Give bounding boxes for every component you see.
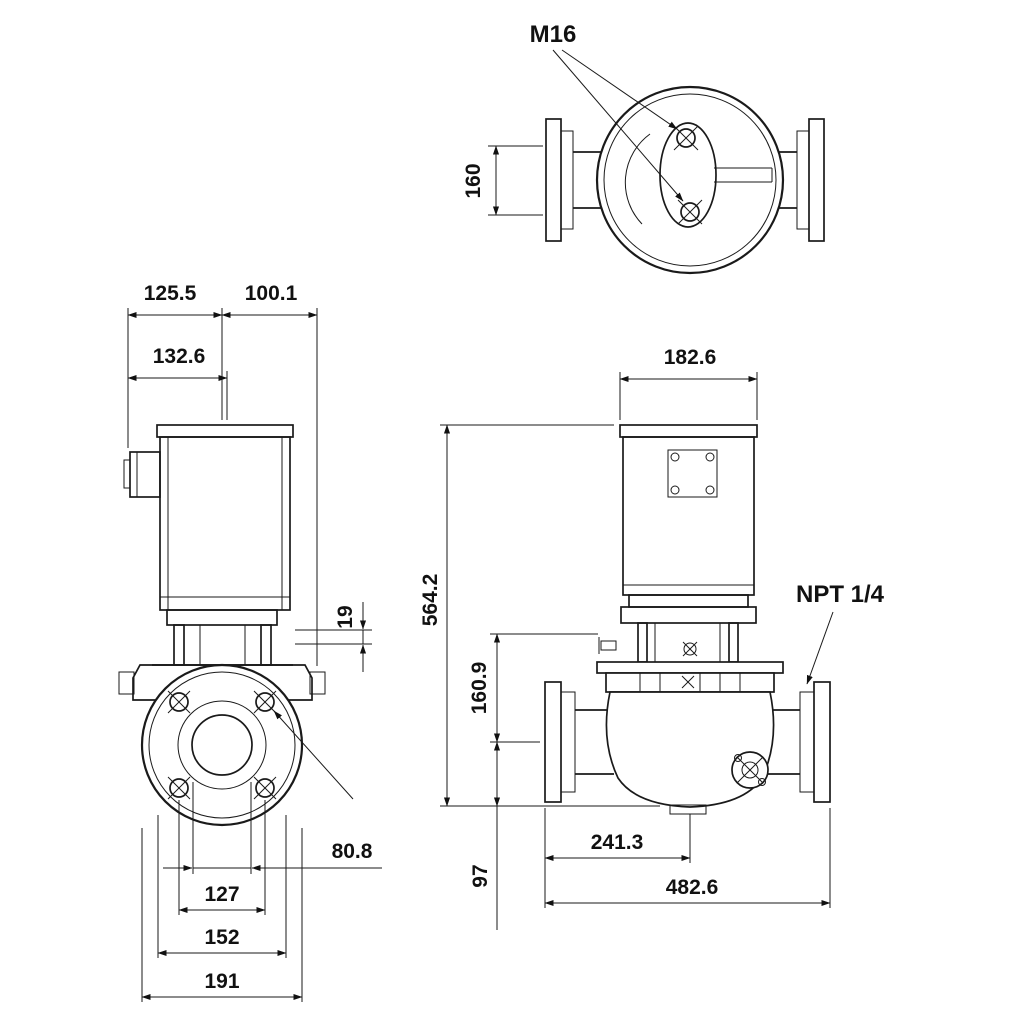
front-view: NPT 1/4 182.6 564.2 160.9 97: [419, 346, 885, 930]
gauge-boss: [731, 751, 769, 789]
coupling-stud: [260, 624, 272, 666]
clamp-ring: [596, 661, 784, 674]
coupling-stud: [173, 624, 185, 666]
dimension-label-160: 160: [462, 163, 485, 198]
dim-80-8: 80.8: [163, 782, 382, 874]
suction-flange: [545, 118, 562, 242]
bolt-hole-leader-arrow: [273, 710, 354, 800]
vent-screw: [600, 640, 617, 651]
dim-132-6: 132.6: [127, 345, 228, 420]
bolt-hole: [673, 125, 699, 151]
terminal-cover: [667, 449, 718, 498]
dim-19: 19: [295, 602, 372, 672]
dim-160-9: 160.9: [468, 633, 598, 743]
bolt-hole: [253, 690, 277, 714]
thread-size-label: M16: [530, 21, 577, 48]
top-view-geometry: [545, 85, 825, 275]
dimension-label-97: 97: [469, 864, 492, 887]
dimension-label-182-6: 182.6: [664, 346, 717, 369]
npt-leader-arrow: [806, 611, 834, 685]
motor-body: [159, 436, 291, 611]
side-view-geometry: [118, 424, 354, 827]
bolt-hole: [677, 199, 703, 225]
dimension-label-132-6: 132.6: [153, 345, 206, 368]
drain-boss: [669, 804, 707, 815]
dim-241-3: 241.3: [544, 808, 691, 908]
m16-leader-arrow: [561, 49, 678, 130]
dim-127: 127: [178, 800, 266, 915]
dimension-label-19: 19: [334, 605, 357, 628]
motor-cap: [156, 424, 294, 438]
dimension-label-564-2: 564.2: [419, 574, 442, 627]
bolt-hole: [253, 776, 277, 800]
dim-160: 160: [462, 145, 543, 216]
label-m16: M16: [530, 21, 684, 202]
motor-body: [622, 436, 755, 596]
terminal-box: [129, 451, 161, 498]
dimension-label-160-9: 160.9: [468, 662, 491, 715]
label-npt: NPT 1/4: [796, 581, 885, 685]
discharge-flange: [813, 681, 831, 803]
dim-191: 191: [141, 828, 303, 1002]
raised-face: [177, 700, 267, 790]
motor-cap: [619, 424, 758, 438]
dim-152: 152: [157, 815, 287, 958]
dim-564-2: 564.2: [419, 424, 660, 807]
side-view: 125.5 100.1 132.6 19 80.8: [118, 282, 382, 1002]
motor-flange: [166, 609, 278, 626]
front-view-geometry: [544, 424, 831, 815]
dimension-label-80-8: 80.8: [332, 840, 373, 863]
discharge-flange: [808, 118, 825, 242]
dimension-label-125-5: 125.5: [144, 282, 197, 305]
port-bore: [191, 714, 253, 776]
coupling-screw: [682, 641, 698, 657]
dimension-label-191: 191: [204, 970, 239, 993]
dimension-label-241-3: 241.3: [591, 831, 644, 854]
coupling-stud: [637, 622, 648, 663]
suction-flange: [544, 681, 562, 803]
dim-182-6: 182.6: [619, 346, 758, 420]
bolt-hole: [167, 776, 191, 800]
pump-adapter: [132, 664, 313, 701]
dimension-label-100-1: 100.1: [245, 282, 298, 305]
dim-97: 97: [469, 741, 501, 930]
dimension-label-152: 152: [204, 926, 239, 949]
port-flange-outline: [140, 663, 304, 827]
top-view: M16 160: [462, 21, 825, 275]
port-thread-label: NPT 1/4: [796, 581, 885, 608]
dimension-label-482-6: 482.6: [666, 876, 719, 899]
bolt-hole: [167, 690, 191, 714]
m16-leader-arrow: [552, 49, 684, 202]
dim-100-1: 100.1: [221, 282, 318, 666]
coupling-stud: [728, 622, 739, 663]
volute-casing: [605, 691, 775, 808]
motor-flange: [620, 606, 757, 624]
dimension-label-127: 127: [204, 883, 239, 906]
pump-body-outline: [595, 85, 785, 275]
dim-482-6: 482.6: [544, 808, 831, 908]
